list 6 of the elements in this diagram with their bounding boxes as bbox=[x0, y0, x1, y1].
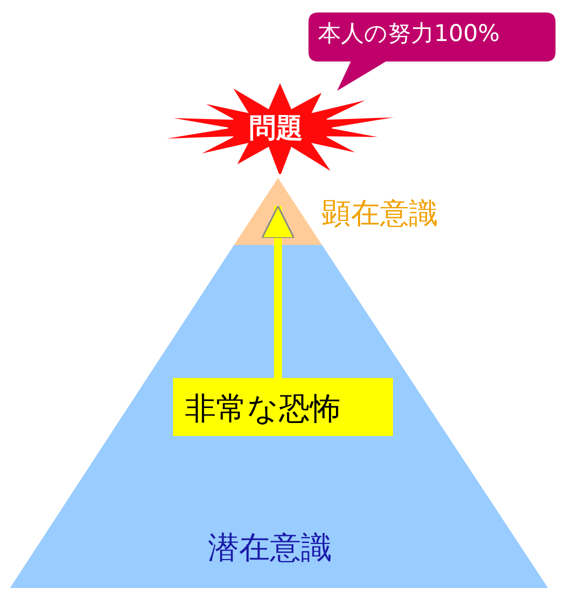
arrow bbox=[261, 205, 295, 378]
highlighted-label: 非常な恐怖 bbox=[173, 378, 393, 436]
bubble-text: 本人の努力100% bbox=[318, 20, 500, 49]
conscious-label: 顕在意識 bbox=[322, 195, 438, 232]
subconscious-label: 潜在意識 bbox=[208, 529, 332, 568]
problem-label: 問題 bbox=[249, 112, 303, 146]
